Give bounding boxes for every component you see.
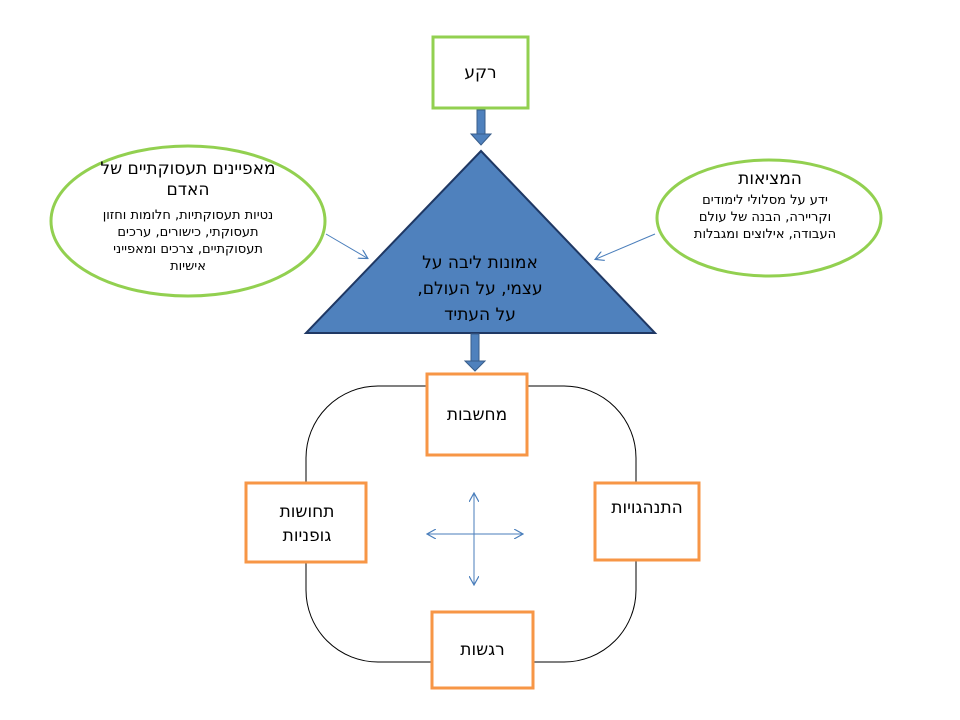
reality-title: המציאות bbox=[738, 169, 802, 189]
arrow-characteristics-to-beliefs bbox=[325, 233, 367, 258]
characteristics-title: מאפיינים תעסוקתיים של האדם bbox=[100, 159, 276, 200]
core-beliefs-triangle bbox=[303, 149, 658, 334]
thoughts-label: מחשבות bbox=[446, 404, 508, 425]
characteristics-body: נטיות תעסוקתיות, חלומות וחזון תעסוקתי, כ… bbox=[102, 208, 274, 274]
cross-arrows bbox=[428, 494, 522, 584]
reality-body: ידע על מסלולי לימודים וקריירה, הבנה של ע… bbox=[693, 193, 837, 242]
body-sensations-label: תחושות גופניות bbox=[279, 502, 335, 546]
body-sensations-box bbox=[244, 481, 368, 564]
characteristics-ellipse bbox=[49, 144, 327, 298]
arrow-reality-to-beliefs bbox=[596, 233, 656, 259]
behaviors-label: התנהגויות bbox=[611, 498, 683, 518]
arrow-background-to-beliefs bbox=[469, 109, 493, 146]
reality-ellipse bbox=[655, 158, 883, 278]
emotions-box bbox=[430, 610, 535, 690]
emotions-label: רגשות bbox=[460, 640, 505, 660]
background-box bbox=[431, 35, 530, 110]
arrow-beliefs-to-thoughts bbox=[463, 333, 487, 372]
background-label: רקע bbox=[464, 62, 497, 83]
behaviors-box bbox=[593, 481, 701, 562]
thoughts-box bbox=[425, 372, 529, 457]
core-beliefs-label: אמונות ליבה על עצמי, על העולם, על העתיד bbox=[417, 253, 543, 325]
